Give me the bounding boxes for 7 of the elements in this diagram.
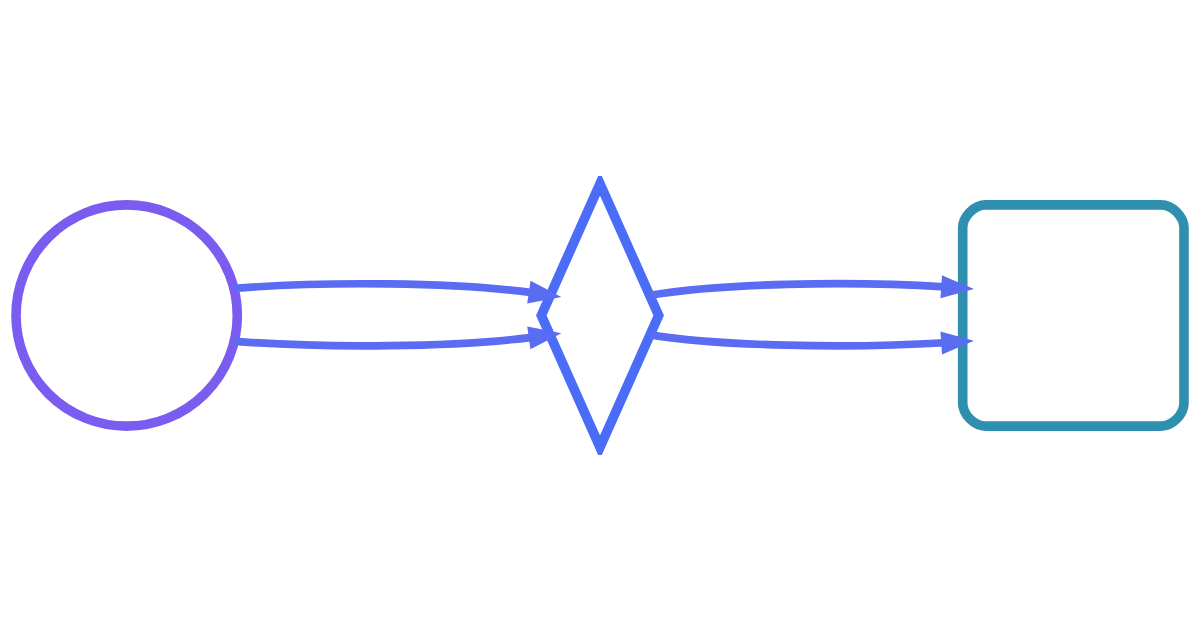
node-box (957, 199, 1189, 431)
arrow (649, 330, 974, 354)
node-diamond (536, 175, 664, 455)
node-circle (11, 199, 243, 431)
arrow (234, 279, 562, 303)
arrow (649, 274, 974, 299)
arrow (234, 325, 562, 350)
